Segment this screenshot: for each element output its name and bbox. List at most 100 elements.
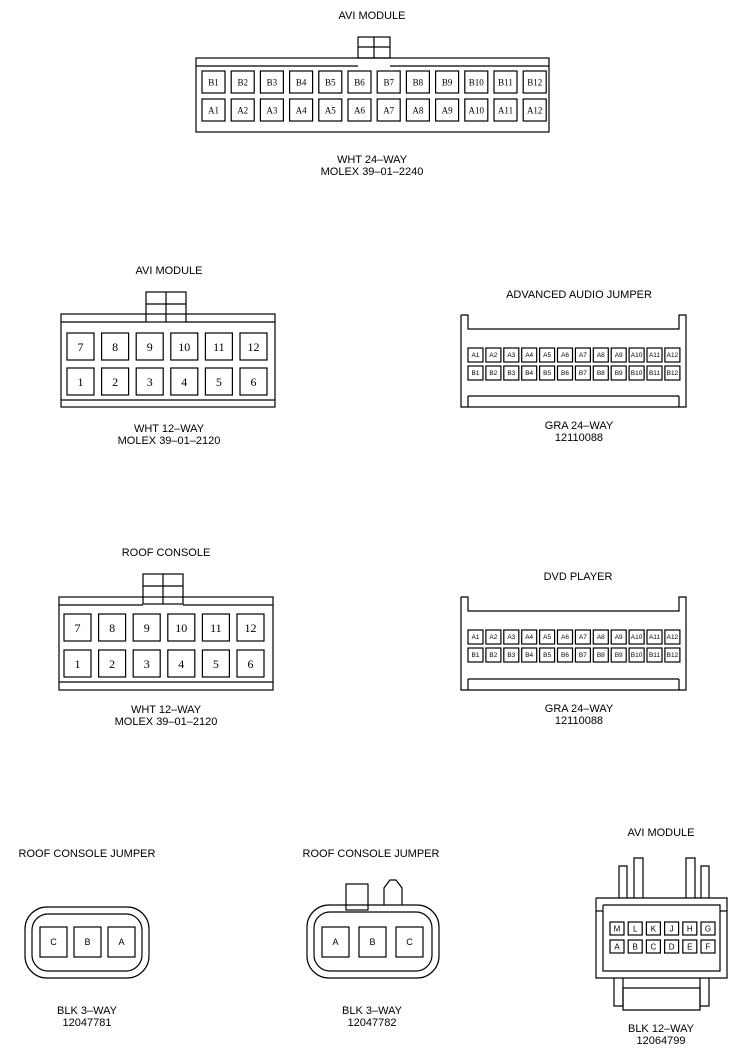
avi-24-pin-label: B9 xyxy=(442,78,453,88)
avi-24-cavity xyxy=(347,98,372,122)
avi-12-pin-label: 7 xyxy=(78,340,84,354)
avi-12-blk-base xyxy=(622,987,701,1011)
avi-24-cavity xyxy=(230,98,255,122)
avi-12-caption-1: WHT 12–WAY xyxy=(133,423,205,435)
roof-jumper-1-cavity xyxy=(39,926,68,958)
avi-12-cavity xyxy=(239,367,268,396)
avi-12-blk-pin-label: D xyxy=(669,943,675,952)
avi-24-cavity xyxy=(522,70,547,94)
avi-12-blk-post xyxy=(618,865,628,898)
roof-console-cavity xyxy=(167,649,196,678)
avi-12-blk-pin-label: B xyxy=(633,943,638,952)
dvd-player-pin-label: B12 xyxy=(667,652,679,659)
adv-audio-cavity xyxy=(574,347,592,363)
avi-12-pin-label: 1 xyxy=(78,375,84,389)
avi-12-cavity xyxy=(100,332,130,361)
roof-jumper-1-pin-label: A xyxy=(118,937,124,947)
roof-jumper-2-title: ROOF CONSOLE JUMPER xyxy=(302,848,440,860)
dvd-player-cavity xyxy=(664,629,681,645)
avi-12-pin-label: 8 xyxy=(112,340,118,354)
avi-24-pin-label: A9 xyxy=(442,106,453,116)
avi-12-pin-label: 6 xyxy=(251,375,257,389)
dvd-player-cavity xyxy=(592,629,609,645)
roof-jumper-2-housing xyxy=(306,904,440,979)
adv-audio-pin-label: A3 xyxy=(507,352,515,359)
roof-jumper-2-caption-1: BLK 3–WAY xyxy=(342,1005,402,1017)
roof-console-caption-2: MOLEX 39–01–2120 xyxy=(114,716,218,728)
roof-console-pin-label: 3 xyxy=(144,657,150,671)
dvd-player-pin-label: A10 xyxy=(631,634,643,641)
avi-12-blk-pin-label: K xyxy=(651,925,657,934)
dvd-player-pin-label: B4 xyxy=(525,652,533,659)
dvd-player-pin-label: B9 xyxy=(615,652,623,659)
adv-audio-cavity xyxy=(610,347,627,363)
adv-audio-pin-label: B10 xyxy=(631,370,643,377)
adv-audio-pin-label: B1 xyxy=(472,370,480,377)
adv-audio-pin-label: A7 xyxy=(579,352,587,359)
avi-12-blk-title: AVI MODULE xyxy=(627,827,695,839)
avi-12-blk-pin-label: G xyxy=(705,925,711,934)
adv-audio-cavity xyxy=(467,365,484,381)
adv-audio-cavity xyxy=(556,347,574,363)
avi-24-cavity xyxy=(435,70,460,94)
avi-12-pin-label: 3 xyxy=(147,375,153,389)
dvd-player-cavity xyxy=(664,647,681,663)
avi-12-blk-tab xyxy=(699,978,710,1007)
dvd-player-pin-label: A2 xyxy=(489,634,497,641)
avi-24-cavity xyxy=(376,70,401,94)
dvd-player-cavity xyxy=(646,647,663,663)
avi-24-pin-label: B5 xyxy=(325,78,336,88)
adv-audio-cavity xyxy=(538,365,556,381)
adv-audio-cavity xyxy=(592,347,609,363)
avi-24-pin-label: B8 xyxy=(413,78,424,88)
avi-12-caption: WHT 12–WAY MOLEX 39–01–2120 xyxy=(118,423,221,447)
avi-12-caption-2: MOLEX 39–01–2120 xyxy=(117,435,221,447)
roof-console-pin-label: 2 xyxy=(109,657,115,671)
adv-audio-cavity xyxy=(503,347,520,363)
avi-24-pin-label: A11 xyxy=(498,106,513,116)
roof-jumper-1-pin-label: B xyxy=(84,937,90,947)
avi-24-pin-label: B2 xyxy=(237,78,248,88)
dvd-player-cavity xyxy=(538,647,556,663)
dvd-player-cavity xyxy=(574,629,592,645)
dvd-player-cavity xyxy=(485,647,502,663)
dvd-player-housing xyxy=(460,596,687,691)
avi-24-pin-label: A12 xyxy=(527,106,543,116)
avi-12-blk-pin-label: L xyxy=(633,925,638,934)
dvd-player-pin-label: A8 xyxy=(597,634,605,641)
avi-12-blk-post xyxy=(633,857,644,898)
dvd-player-cavity xyxy=(521,629,538,645)
dvd-player-cavity xyxy=(610,647,627,663)
adv-audio-cavity xyxy=(592,365,609,381)
adv-audio-pin-label: A1 xyxy=(472,352,480,359)
dvd-player-cavity xyxy=(503,647,520,663)
adv-audio-cavity xyxy=(503,365,520,381)
avi-24-caption-1: WHT 24–WAY xyxy=(336,154,408,166)
dvd-player-pin-label: B2 xyxy=(489,652,497,659)
adv-audio-caption-2: 12110088 xyxy=(554,432,604,444)
roof-jumper-1-cavity xyxy=(107,926,136,958)
dvd-player-title: DVD PLAYER xyxy=(543,571,613,583)
dvd-player-pin-label: A4 xyxy=(525,634,533,641)
adv-audio-pin-label: A2 xyxy=(489,352,497,359)
adv-audio-cavity xyxy=(467,347,484,363)
avi-12-pin-label: 10 xyxy=(178,340,190,354)
avi-24-pin-label: B11 xyxy=(498,78,513,88)
dvd-player-pin-label: A9 xyxy=(615,634,623,641)
dvd-player-caption-1: GRA 24–WAY xyxy=(544,703,614,715)
avi-12-blk-pin-label: A xyxy=(614,943,620,952)
avi-12-blk-cavity xyxy=(645,921,662,936)
dvd-player-pin-label: B1 xyxy=(472,652,480,659)
avi-24-pin-label: A3 xyxy=(266,106,277,116)
avi-24-pin-label: A7 xyxy=(383,106,394,116)
avi-24-pin-label: A2 xyxy=(237,106,248,116)
dvd-player-cavity xyxy=(574,647,592,663)
avi-12-blk-cavity xyxy=(700,921,716,936)
adv-audio-pin-label: B5 xyxy=(543,370,551,377)
avi-24-pin-label: B7 xyxy=(383,78,394,88)
roof-console-cavity xyxy=(201,613,230,642)
avi-24-pin-label: A6 xyxy=(354,106,365,116)
roof-console-caption: WHT 12–WAY MOLEX 39–01–2120 xyxy=(115,704,218,728)
roof-console-cavity xyxy=(236,613,265,642)
roof-jumper-2-pin-label: C xyxy=(406,937,413,947)
